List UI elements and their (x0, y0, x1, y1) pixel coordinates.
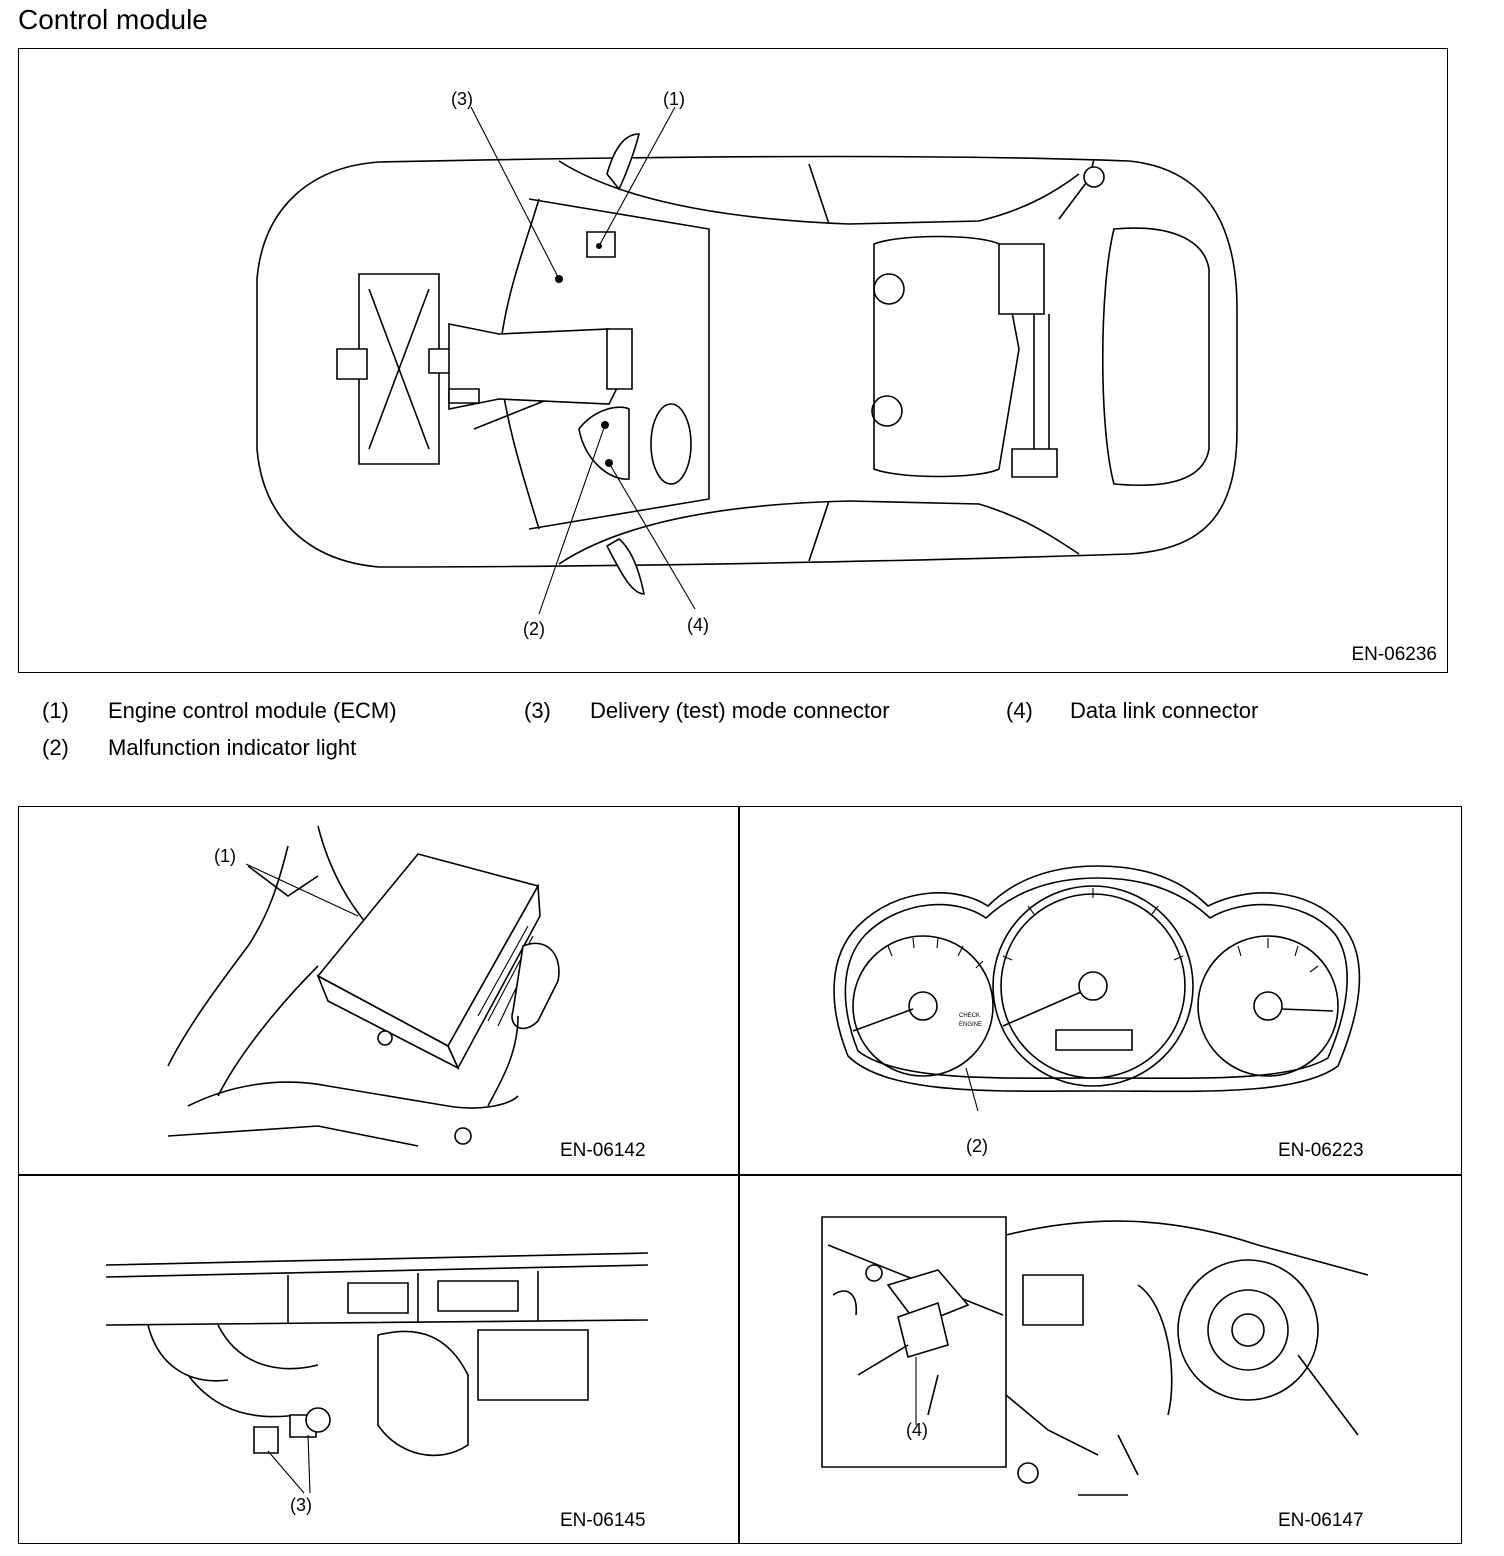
grid-divider-horizontal (18, 1174, 1462, 1176)
delivery-figure-code: EN-06145 (560, 1510, 646, 1531)
lamp-text-engine: ENGINE (959, 1022, 982, 1028)
data-link-connector-illustration (738, 1175, 1462, 1545)
legend-label-ecm: Engine control module (ECM) (108, 698, 397, 723)
legend-num-3: (3) (524, 698, 551, 723)
car-top-view-drawing (19, 49, 1449, 674)
mil-callout: (2) (966, 1136, 988, 1156)
legend-num-2: (2) (42, 735, 69, 760)
instrument-cluster-illustration: CHECK ENGINE (738, 806, 1462, 1174)
ecm-callout: (1) (214, 846, 236, 866)
legend-label-delivery: Delivery (test) mode connector (590, 698, 890, 723)
legend-label-mil: Malfunction indicator light (108, 735, 357, 760)
legend-num-4: (4) (1006, 698, 1033, 723)
legend-num-1: (1) (42, 698, 69, 723)
page-title: Control module (18, 4, 208, 35)
figure-code: EN-06236 (1351, 644, 1437, 665)
legend-label-dlc: Data link connector (1070, 698, 1259, 723)
mil-figure-code: EN-06223 (1278, 1140, 1364, 1161)
lamp-text-check: CHECK (959, 1013, 980, 1019)
delivery-callout: (3) (290, 1495, 312, 1515)
callout-2: (2) (523, 619, 545, 639)
delivery-connector-illustration (18, 1175, 738, 1545)
dlc-callout: (4) (906, 1420, 928, 1440)
overview-figure: (3) (1) (2) (4) EN-06236 (18, 48, 1448, 673)
callout-1: (1) (663, 89, 685, 109)
ecm-illustration (18, 806, 738, 1174)
dlc-figure-code: EN-06147 (1278, 1510, 1364, 1531)
callout-3: (3) (451, 89, 473, 109)
callout-4: (4) (687, 615, 709, 635)
ecm-figure-code: EN-06142 (560, 1140, 646, 1161)
